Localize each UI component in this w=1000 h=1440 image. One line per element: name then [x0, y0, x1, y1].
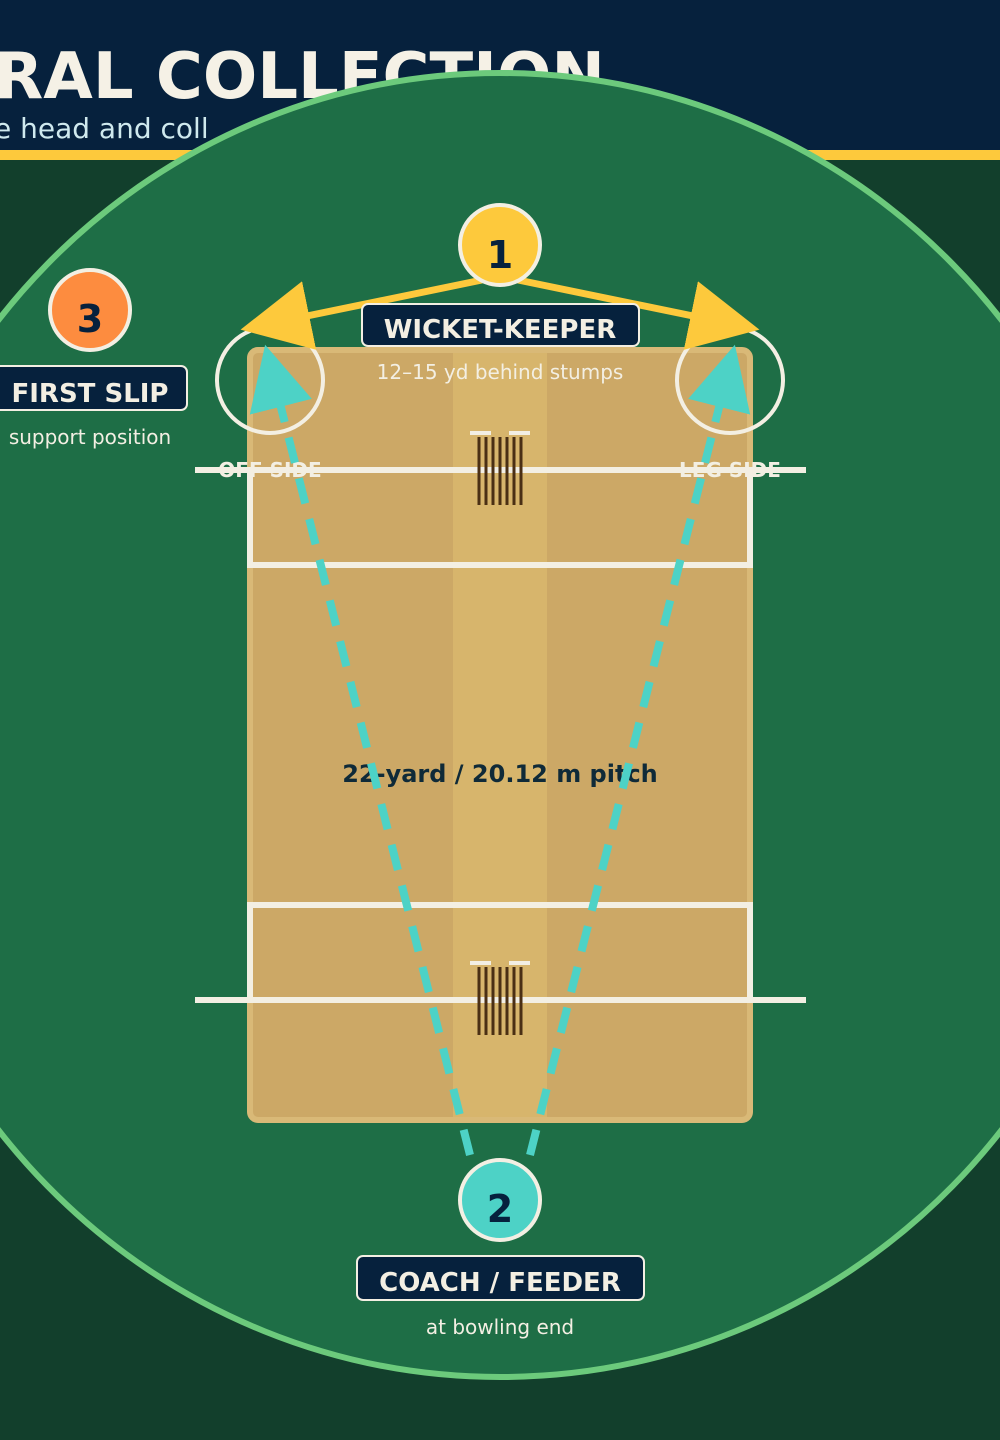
position-first-slip: 3 FIRST SLIP support position: [0, 268, 188, 449]
position-wicket-keeper: 1 WICKET-KEEPER 12–15 yd behind stumps: [361, 203, 640, 384]
wicket-keeper-marker: [458, 203, 542, 287]
coach-feeder-number: 2: [487, 1187, 513, 1231]
bottom-stumps-icon: [470, 961, 530, 1035]
top-return-crease: [247, 470, 753, 568]
wicket-keeper-number: 1: [487, 233, 513, 277]
wicket-keeper-label: WICKET-KEEPER: [384, 315, 617, 345]
keeper-move-off-side-arrow: [240, 276, 483, 350]
keeper-move-leg-side-arrow: [517, 276, 760, 350]
feed-path-off-side: [249, 344, 474, 1156]
first-slip-number: 3: [77, 297, 103, 341]
coach-feeder-note: at bowling end: [426, 1315, 574, 1339]
coach-feeder-marker: [458, 1158, 542, 1242]
coach-feeder-badge: [356, 1255, 645, 1301]
page-subtitle: e head and coll: [0, 112, 209, 145]
first-slip-label: FIRST SLIP: [12, 379, 169, 409]
first-slip-note: support position: [9, 425, 171, 449]
top-stumps-icon: [470, 431, 530, 505]
pitch-length-label: 22-yard / 20.12 m pitch: [342, 760, 658, 788]
wicket-keeper-badge: [361, 303, 640, 347]
bottom-return-crease: [247, 902, 753, 1000]
coach-feeder-label: COACH / FEEDER: [379, 1268, 621, 1298]
off-side-label: OFF SIDE: [218, 458, 321, 482]
wicket-keeper-note: 12–15 yd behind stumps: [377, 360, 624, 384]
first-slip-marker: [48, 268, 132, 352]
position-coach-feeder: 2 COACH / FEEDER at bowling end: [356, 1158, 645, 1339]
leg-side-label: LEG SIDE: [679, 458, 781, 482]
feed-path-leg-side: [526, 344, 751, 1156]
first-slip-badge: [0, 365, 188, 411]
